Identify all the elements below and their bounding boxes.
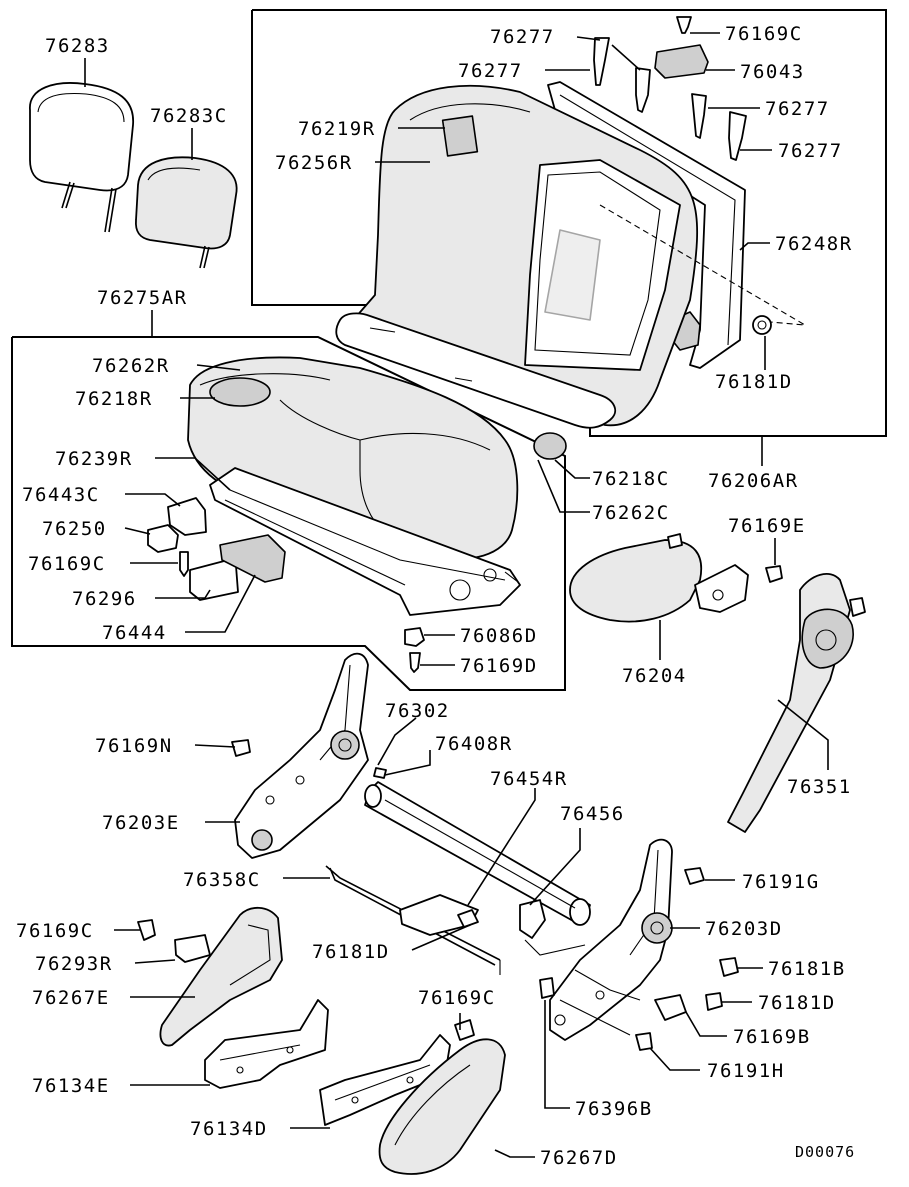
- hinge-76203E: [231, 652, 369, 859]
- label-76250: 76250: [42, 518, 107, 540]
- pad-76218R: [209, 377, 271, 407]
- label-76218C: 76218C: [592, 468, 670, 490]
- label-76134E: 76134E: [32, 1075, 110, 1097]
- label-76043: 76043: [740, 61, 805, 83]
- rod-76358C: [325, 865, 586, 975]
- label-76408R: 76408R: [435, 733, 513, 755]
- label-76277-c: 76277: [765, 98, 830, 120]
- label-76277-a: 76277: [490, 26, 555, 48]
- label-76296: 76296: [72, 588, 137, 610]
- part-labels: 76283 76283C 76275AR 76262R 76218R 76239…: [16, 23, 855, 1169]
- label-76248R: 76248R: [775, 233, 853, 255]
- label-76204: 76204: [622, 665, 687, 687]
- label-76275AR: 76275AR: [97, 287, 188, 309]
- cross-bar-76408R: [364, 767, 591, 926]
- label-76169D: 76169D: [460, 655, 538, 677]
- label-76262C: 76262C: [592, 502, 670, 524]
- label-76454R: 76454R: [490, 768, 568, 790]
- bracket-76134E: [204, 999, 329, 1089]
- leader-lines: [84, 32, 829, 1158]
- hinge-76203D: [539, 838, 739, 1051]
- label-76219R: 76219R: [298, 118, 376, 140]
- pad-76219R: [441, 115, 479, 157]
- label-76302: 76302: [385, 700, 450, 722]
- label-76181D-b: 76181D: [312, 941, 390, 963]
- label-76351: 76351: [787, 776, 852, 798]
- seatback-assembly: [335, 16, 806, 429]
- label-76277-b: 76277: [458, 60, 523, 82]
- label-76203D: 76203D: [705, 918, 783, 940]
- label-76181D-a: 76181D: [715, 371, 793, 393]
- label-76203E: 76203E: [102, 812, 180, 834]
- label-76456: 76456: [560, 803, 625, 825]
- label-76396B: 76396B: [575, 1098, 653, 1120]
- pad-76218C: [533, 432, 567, 460]
- label-76169C-a: 76169C: [28, 553, 106, 575]
- label-76218R: 76218R: [75, 388, 153, 410]
- seat-belt-76351: [727, 573, 866, 833]
- seat-cushion-assembly: [187, 356, 521, 616]
- label-76293R: 76293R: [35, 953, 113, 975]
- headrest-76283: [29, 82, 134, 233]
- label-76086D: 76086D: [460, 625, 538, 647]
- armrest-76204: [569, 533, 783, 623]
- seat-cushion-group-box: [11, 336, 566, 691]
- seatback-group-box: [251, 9, 887, 437]
- label-76169N: 76169N: [95, 735, 173, 757]
- label-76169E: 76169E: [728, 515, 806, 537]
- label-76181D-c: 76181D: [758, 992, 836, 1014]
- label-76169B: 76169B: [733, 1026, 811, 1048]
- cushion-small-parts: [147, 432, 567, 673]
- diagram-code: D00076: [795, 1143, 855, 1161]
- label-76443C: 76443C: [22, 484, 100, 506]
- label-76283: 76283: [45, 35, 110, 57]
- label-76256R: 76256R: [275, 152, 353, 174]
- label-76283C: 76283C: [150, 105, 228, 127]
- label-76267E: 76267E: [32, 987, 110, 1009]
- label-76191G: 76191G: [742, 871, 820, 893]
- label-76277-d: 76277: [778, 140, 843, 162]
- label-76444: 76444: [102, 622, 167, 644]
- label-76169C-d: 76169C: [418, 987, 496, 1009]
- headrest-76283C: [135, 156, 238, 269]
- label-76239R: 76239R: [55, 448, 133, 470]
- label-76206AR: 76206AR: [708, 470, 799, 492]
- label-76267D: 76267D: [540, 1147, 618, 1169]
- label-76358C: 76358C: [183, 869, 261, 891]
- label-76169C-c: 76169C: [16, 920, 94, 942]
- side-cover-76267E: [137, 906, 283, 1047]
- label-76191H: 76191H: [707, 1060, 785, 1082]
- label-76262R: 76262R: [92, 355, 170, 377]
- label-76134D: 76134D: [190, 1118, 268, 1140]
- side-cover-76267D: [378, 1038, 506, 1175]
- label-76181B: 76181B: [768, 958, 846, 980]
- label-76169C-b: 76169C: [725, 23, 803, 45]
